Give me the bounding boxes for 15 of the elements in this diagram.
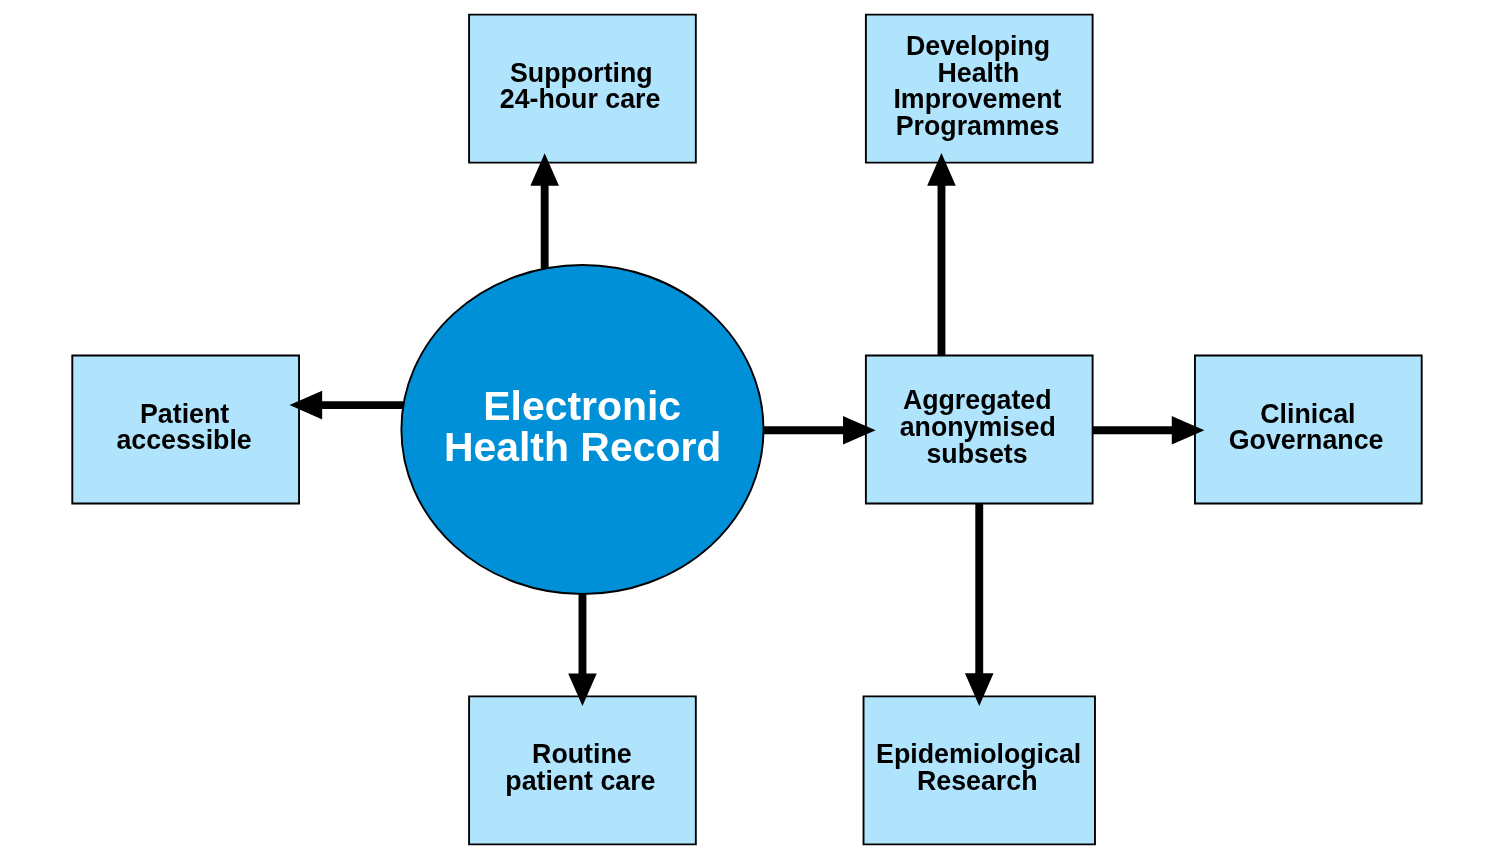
- node-box: Routine patient care: [467, 695, 697, 846]
- node-box: Supporting 24-hour care: [467, 13, 697, 164]
- node-box: Epidemiological Research: [862, 695, 1096, 846]
- arrow: [567, 594, 597, 707]
- arrow: [529, 153, 559, 269]
- arrow: [926, 153, 956, 356]
- arrow: [964, 503, 994, 706]
- node-box: Clinical Governance: [1193, 354, 1423, 505]
- node-box: Aggregated anonymised subsets: [864, 354, 1094, 505]
- node-box: Patient accessible: [70, 354, 300, 505]
- arrow: [1092, 416, 1204, 445]
- arrow: [289, 390, 403, 420]
- node-box: Developing Health Improvement Programmes: [864, 13, 1094, 164]
- arrow: [763, 416, 876, 445]
- node-circle: Electronic Health Record: [399, 264, 764, 595]
